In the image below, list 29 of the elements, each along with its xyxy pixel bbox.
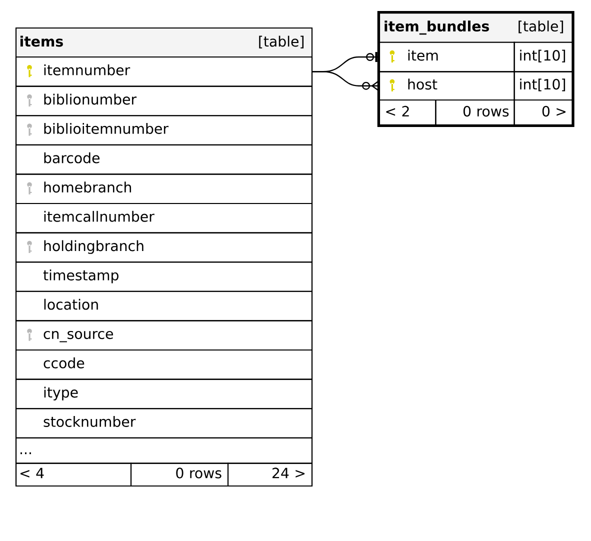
table-row: itype bbox=[15, 378, 313, 410]
table-cell: int[10] bbox=[514, 71, 574, 101]
table-name: item_bundles bbox=[384, 20, 489, 35]
table-row: biblionumber bbox=[15, 86, 313, 116]
table-cell: < 4 bbox=[15, 462, 132, 487]
table-name: items bbox=[20, 36, 63, 47]
table-row: item bbox=[378, 42, 515, 72]
table-row: location bbox=[15, 290, 313, 322]
table-row: itemnumber bbox=[15, 56, 313, 87]
connector bbox=[312, 71, 380, 92]
table-type-label: [table] bbox=[518, 20, 564, 34]
table-type-label: [table] bbox=[259, 36, 304, 48]
table-row: itemcallnumber bbox=[15, 202, 313, 234]
table-row: stocknumber bbox=[15, 408, 313, 438]
table-row: cn_source bbox=[15, 320, 313, 351]
table-cell: < 2 bbox=[378, 99, 436, 126]
table-row: biblioitemnumber bbox=[15, 115, 313, 146]
table-row: host bbox=[378, 71, 515, 101]
table-row: timestamp bbox=[15, 262, 313, 292]
table-row: barcode bbox=[15, 144, 313, 175]
table-row: homebranch bbox=[15, 174, 313, 204]
table-row: ... bbox=[15, 437, 313, 464]
table-cell: int[10] bbox=[514, 42, 574, 72]
table-row: holdingbranch bbox=[15, 232, 313, 263]
table-cell: 24 > bbox=[227, 462, 313, 487]
table-cell: 0 rows bbox=[435, 99, 515, 126]
table-cell: 0 rows bbox=[130, 462, 229, 487]
table-row: ccode bbox=[15, 349, 313, 380]
table-cell: 0 > bbox=[514, 99, 574, 126]
